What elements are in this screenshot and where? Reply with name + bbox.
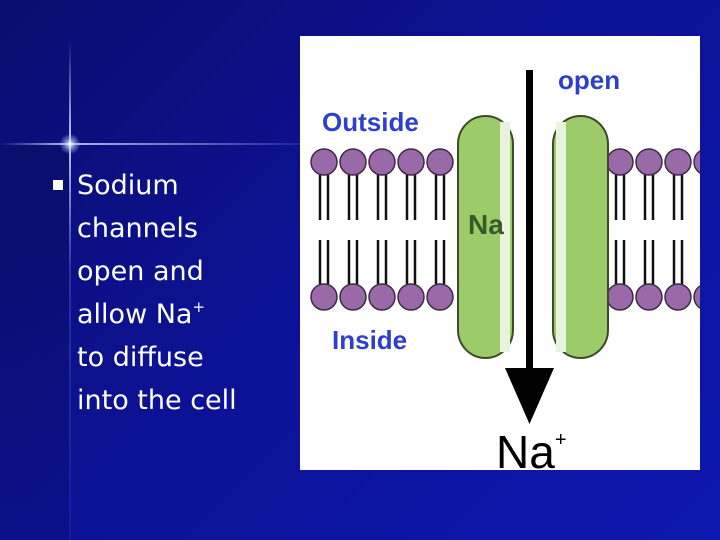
bullet-square-icon	[53, 180, 63, 190]
light-flare-glow	[60, 134, 80, 154]
bullet-line-4-superscript: +	[192, 298, 206, 316]
label-open: open	[558, 65, 620, 95]
diagram-svg: open Outside Inside Na Na+	[310, 65, 700, 470]
channel-subunit-right	[552, 115, 609, 359]
bullet-text: Sodium channels open and allow Na+ to di…	[77, 164, 292, 422]
label-inside: Inside	[332, 325, 407, 355]
lipid-head	[368, 283, 396, 311]
channel-subunit-right-edge	[556, 122, 566, 352]
label-outside: Outside	[322, 107, 419, 137]
bullet-line-1: Sodium	[77, 170, 179, 201]
lipid-heads	[310, 148, 700, 311]
lipid-head	[397, 283, 425, 311]
channel-subunit-left-edge	[500, 122, 510, 352]
lipid-head	[693, 150, 700, 174]
lipid-head	[664, 283, 692, 311]
bullet-line-4-text: allow Na	[77, 299, 193, 330]
left-shade-band	[0, 145, 70, 540]
light-flare-vertical	[69, 40, 71, 540]
lipid-head	[426, 148, 454, 176]
channel-label: Na	[468, 209, 504, 240]
lipid-head	[426, 283, 454, 311]
lipid-head	[606, 283, 634, 311]
bullet-line-3: open and	[77, 256, 204, 287]
channel-subunit-left	[457, 115, 514, 359]
ion-charge: +	[555, 429, 567, 451]
lipid-head	[664, 148, 692, 176]
ion-label-text: Na	[496, 426, 555, 470]
lipid-tails	[318, 175, 684, 284]
ion-label: Na+	[496, 426, 567, 470]
lipid-head	[606, 148, 634, 176]
lipid-head	[310, 148, 338, 176]
sodium-channel-diagram: open Outside Inside Na Na+	[300, 36, 700, 470]
flow-arrow-shaft	[526, 70, 533, 398]
bullet-line-2: channels	[77, 213, 198, 244]
lipid-head	[693, 285, 700, 309]
bullet-line-6: into the cell	[77, 385, 237, 416]
lipid-head	[397, 148, 425, 176]
lipid-head	[635, 283, 663, 311]
flow-arrow-head	[505, 368, 554, 424]
bullet-line-4: allow Na+	[77, 293, 292, 336]
lipid-head	[368, 148, 396, 176]
bullet-line-5: to diffuse	[77, 342, 204, 373]
lipid-head	[339, 148, 367, 176]
lipid-head	[635, 148, 663, 176]
light-flare-horizontal	[0, 143, 300, 145]
lipid-head	[310, 283, 338, 311]
lipid-head	[339, 283, 367, 311]
